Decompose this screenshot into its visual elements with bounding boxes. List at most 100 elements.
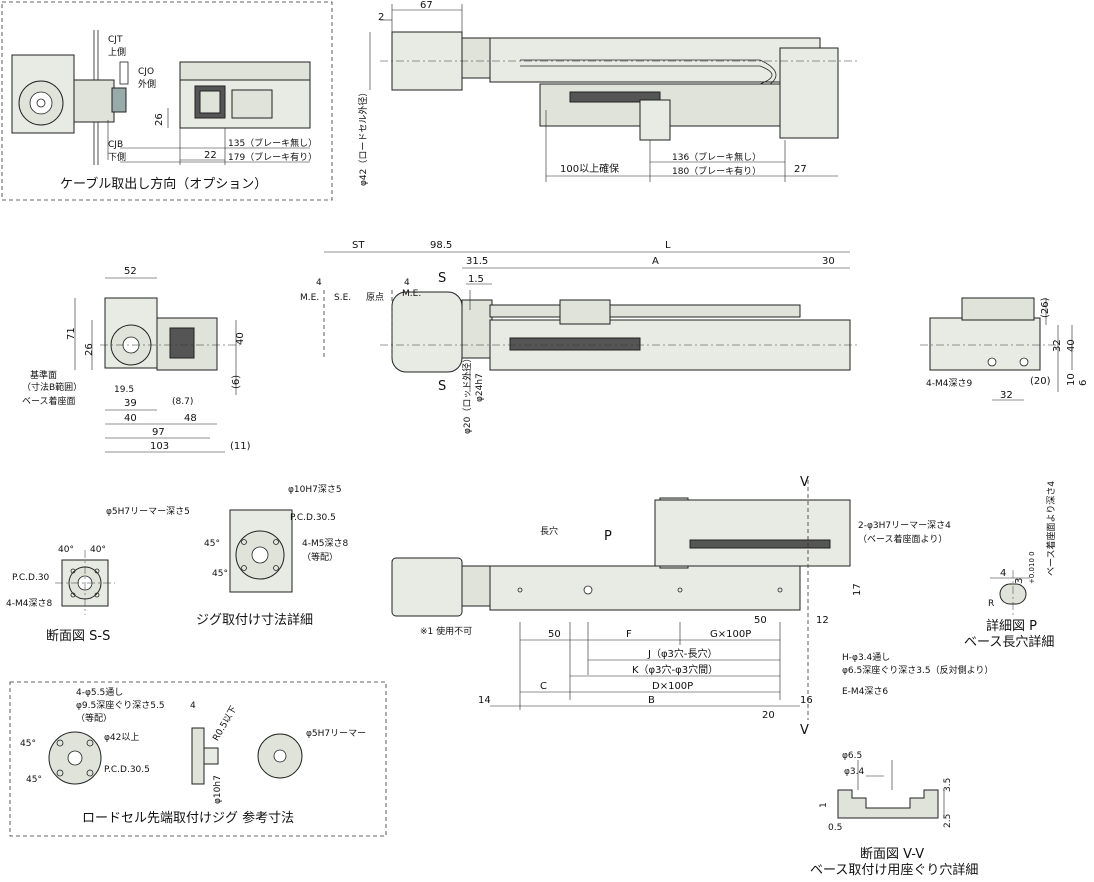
- rod-jig-thickness-4: 4: [190, 701, 196, 711]
- dim-1-5: 1.5: [468, 274, 484, 285]
- dim-10r: 10: [1066, 373, 1077, 386]
- dim-100-min: 100以上確保: [560, 162, 619, 175]
- angle-40-left: 40°: [58, 545, 74, 555]
- angle-45a: 45°: [204, 539, 220, 549]
- dim-31-5: 31.5: [466, 256, 488, 267]
- rod-end-jig-panel: 4-φ5.5通し φ9.5深座ぐり深さ5.5 （等配） 45° 45° φ42以…: [9, 681, 387, 837]
- rod-jig-equal: （等配）: [76, 712, 112, 724]
- rod-jig-pcd: P.C.D.30.5: [104, 765, 150, 775]
- dim-11: (11): [230, 441, 251, 452]
- m5-equal: （等配）: [302, 551, 338, 563]
- e-m4: E-M4深さ6: [842, 686, 888, 697]
- dim-19-5: 19.5: [114, 385, 134, 395]
- section-v-top: V: [800, 475, 809, 490]
- dim-3-tolerance: +0.010 0: [1028, 551, 1036, 584]
- dim-179: 179（ブレーキ有り）: [228, 151, 317, 163]
- dim-b: B: [648, 695, 655, 706]
- rod-jig-phi10: φ10h7: [213, 775, 223, 804]
- section-s-bottom: S: [438, 379, 446, 394]
- h-counterbore: φ6.5深座ぐり深さ3.5（反対側より）: [842, 664, 993, 676]
- rod-jig-phi42: φ42以上: [104, 732, 139, 743]
- vv-dim-2-5: 2.5: [943, 814, 953, 828]
- section-v-v-caption2: ベース取付け用座ぐり穴詳細: [810, 862, 978, 878]
- dim-6r: 6: [1078, 380, 1089, 386]
- dim-71: 71: [66, 327, 77, 340]
- pcd-30-5: P.C.D.30.5: [290, 513, 336, 523]
- dim-26r: (26): [1040, 297, 1051, 318]
- dim-a: A: [652, 256, 659, 267]
- front-view: ST 98.5 L 31.5 A 30 1.5 S S M.E. S.E. 原点…: [300, 240, 860, 434]
- dim-40b: 40: [124, 413, 137, 424]
- dim-20b: 20: [762, 710, 775, 721]
- dim-phi20-rod: φ20（ロッド外径）: [461, 354, 473, 434]
- m5-depth8: 4-M5深さ8: [302, 538, 348, 549]
- dim-27: 27: [794, 164, 807, 175]
- rod-jig-angle-b: 45°: [26, 775, 42, 785]
- rod-jig-counterbore: φ9.5深座ぐり深さ5.5: [76, 699, 165, 711]
- dim-26: 26: [154, 113, 165, 126]
- dim-32r: 32: [1052, 339, 1063, 352]
- bottom-view: V V 長穴 P 2-φ3H7リーマー深さ4 （ベース着座面より） 17 ※1 …: [391, 475, 993, 738]
- dim-20r: (20): [1030, 376, 1051, 387]
- cable-option-caption: ケーブル取出し方向（オプション）: [60, 176, 267, 192]
- section-s-s-caption: 断面図 S-S: [46, 629, 110, 644]
- dim-4p: 4: [1000, 568, 1006, 579]
- dim-39: 39: [124, 398, 137, 409]
- dim-3p: 3: [1014, 578, 1025, 584]
- cjb-sub: 下側: [108, 151, 126, 163]
- reamer-phi5: φ5H7リーマー深さ5: [106, 506, 190, 517]
- cjb-label: CJB: [108, 140, 123, 150]
- section-s-s: 40° 40° P.C.D.30 4-M4深さ8 断面図 S-S: [6, 545, 115, 644]
- se-label: S.E.: [334, 293, 351, 303]
- dim-52: 52: [124, 266, 137, 277]
- dim-c: C: [540, 681, 547, 692]
- dim-50a: 50: [548, 629, 561, 640]
- dim-136: 136（ブレーキ無し）: [672, 151, 761, 163]
- section-v-bottom: V: [800, 723, 809, 738]
- vv-phi6-5: φ6.5: [842, 751, 862, 761]
- cjt-label: CJT: [108, 35, 123, 45]
- depth-note: ベース着座面より深さ4: [1045, 481, 1057, 576]
- jig-detail-caption: ジグ取付け寸法詳細: [196, 612, 313, 628]
- reamer-2-phi3-sub: （ベース着座面より）: [858, 533, 947, 545]
- detail-p-caption: 詳細図 P: [986, 618, 1037, 634]
- detail-p: 4 3 +0.010 0 ベース着座面より深さ4 R 詳細図 P ベース長穴詳細: [964, 481, 1057, 650]
- me-right: M.E.: [402, 289, 421, 299]
- dim-67: 67: [420, 0, 433, 11]
- vv-dim-3-5: 3.5: [943, 778, 953, 792]
- cjt-sub: 上側: [108, 46, 126, 58]
- vv-phi3-4: φ3.4: [844, 767, 865, 777]
- dim-97: 97: [152, 427, 165, 438]
- note-unusable: ※1 使用不可: [420, 625, 472, 637]
- dim-g: G×100P: [710, 629, 751, 640]
- dim-8-7: (8.7): [172, 397, 193, 407]
- dim-40r: 40: [1066, 339, 1077, 352]
- dim-k: K（φ3穴-φ3穴間）: [632, 663, 718, 676]
- section-s-top: S: [438, 271, 446, 286]
- reference-plane: 基準面: [30, 369, 57, 381]
- dim-103: 103: [150, 441, 169, 452]
- dim-17: 17: [852, 583, 863, 596]
- left-end-view: 52 71 26 40 (6) 基準面 （寸法B範囲） ベース着座面 19.5 …: [22, 266, 251, 453]
- detail-p-caption2: ベース長穴詳細: [964, 634, 1054, 650]
- angle-45b: 45°: [212, 569, 228, 579]
- vv-dim-0-5: 0.5: [828, 823, 842, 833]
- dim-4-right: 4: [404, 278, 410, 288]
- jig-detail: φ5H7リーマー深さ5 φ10H7深さ5 P.C.D.30.5 4-M5深さ8 …: [106, 484, 348, 628]
- rod-jig-reamer: φ5H7リーマー: [306, 729, 366, 739]
- dim-32b: 32: [1000, 390, 1013, 401]
- dim-j: J（φ3穴-長穴）: [647, 647, 718, 660]
- m4-thread-note: 4-M4深さ9: [926, 378, 972, 389]
- reamer-2-phi3: 2-φ3H7リーマー深さ4: [858, 520, 951, 531]
- rod-jig-r05: R0.5以下: [211, 705, 239, 743]
- dim-30: 30: [822, 256, 835, 267]
- section-v-v: φ6.5 φ3.4 3.5 2.5 1 0.5 断面図 V-V ベース取付け用座…: [810, 751, 978, 878]
- cjo-label: CJO: [138, 67, 154, 77]
- rod-jig-angle-a: 45°: [20, 739, 36, 749]
- cable-option-panel: CJT 上側 CJO 外側 CJB 下側 26 22 135（ブレーキ無し） 1…: [1, 1, 333, 201]
- dim-98-5: 98.5: [430, 240, 452, 251]
- dim-40: 40: [235, 332, 246, 345]
- dim-22: 22: [204, 150, 217, 161]
- radius-r: R: [988, 599, 994, 609]
- angle-40-right: 40°: [90, 545, 106, 555]
